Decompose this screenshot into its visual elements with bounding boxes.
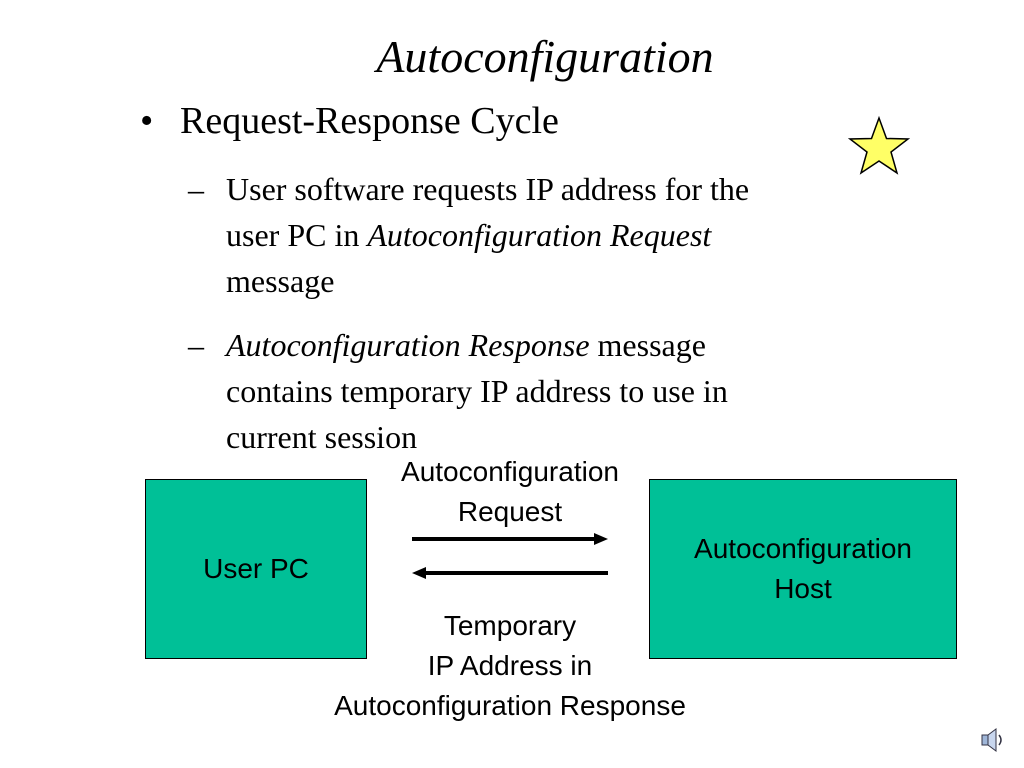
sub2-line1-rest: message xyxy=(589,327,706,363)
response-label: Temporary IP Address in Autoconfiguratio… xyxy=(280,606,740,726)
host-label: Autoconfiguration Host xyxy=(694,529,912,609)
message-arrows xyxy=(412,533,608,579)
bullet-dot: • xyxy=(140,100,154,142)
sub2-line3: current session xyxy=(226,419,418,455)
sub-bullet-request: – User software requests IP address for … xyxy=(188,166,908,304)
host-label-line1: Autoconfiguration xyxy=(694,533,912,564)
sub-bullet-response: – Autoconfiguration Response message con… xyxy=(188,322,908,460)
slide-title: Autoconfiguration xyxy=(376,31,714,82)
request-label-line1: Autoconfiguration xyxy=(401,456,619,487)
response-label-line3: Autoconfiguration Response xyxy=(334,690,686,721)
sub1-line1: User software requests IP address for th… xyxy=(226,171,750,207)
request-arrow xyxy=(412,533,608,545)
main-bullet: • Request-Response Cycle xyxy=(140,98,559,144)
main-bullet-text: Request-Response Cycle xyxy=(180,100,559,142)
response-label-line1: Temporary xyxy=(443,610,577,641)
user-pc-box: User PC xyxy=(145,479,367,659)
speaker-icon[interactable] xyxy=(980,726,1006,754)
response-label-line2: IP Address in xyxy=(427,650,593,681)
sub-bullet-dash: – xyxy=(188,327,204,363)
star-icon xyxy=(848,116,910,175)
sub1-line2-start: user PC in xyxy=(226,217,368,253)
sub2-line2: contains temporary IP address to use in xyxy=(226,373,728,409)
sub1-line3: message xyxy=(226,263,335,299)
request-label-line2: Request xyxy=(457,496,563,527)
sub-bullet-dash: – xyxy=(188,171,204,207)
autoconfiguration-host-box: Autoconfiguration Host xyxy=(649,479,957,659)
sub1-line2-italic: Autoconfiguration Request xyxy=(367,217,712,253)
request-label: Autoconfiguration Request xyxy=(360,452,660,532)
sub2-line1-italic: Autoconfiguration Response xyxy=(226,327,590,363)
host-label-line2: Host xyxy=(774,573,832,604)
user-pc-label: User PC xyxy=(203,553,309,584)
response-arrow xyxy=(412,567,608,579)
